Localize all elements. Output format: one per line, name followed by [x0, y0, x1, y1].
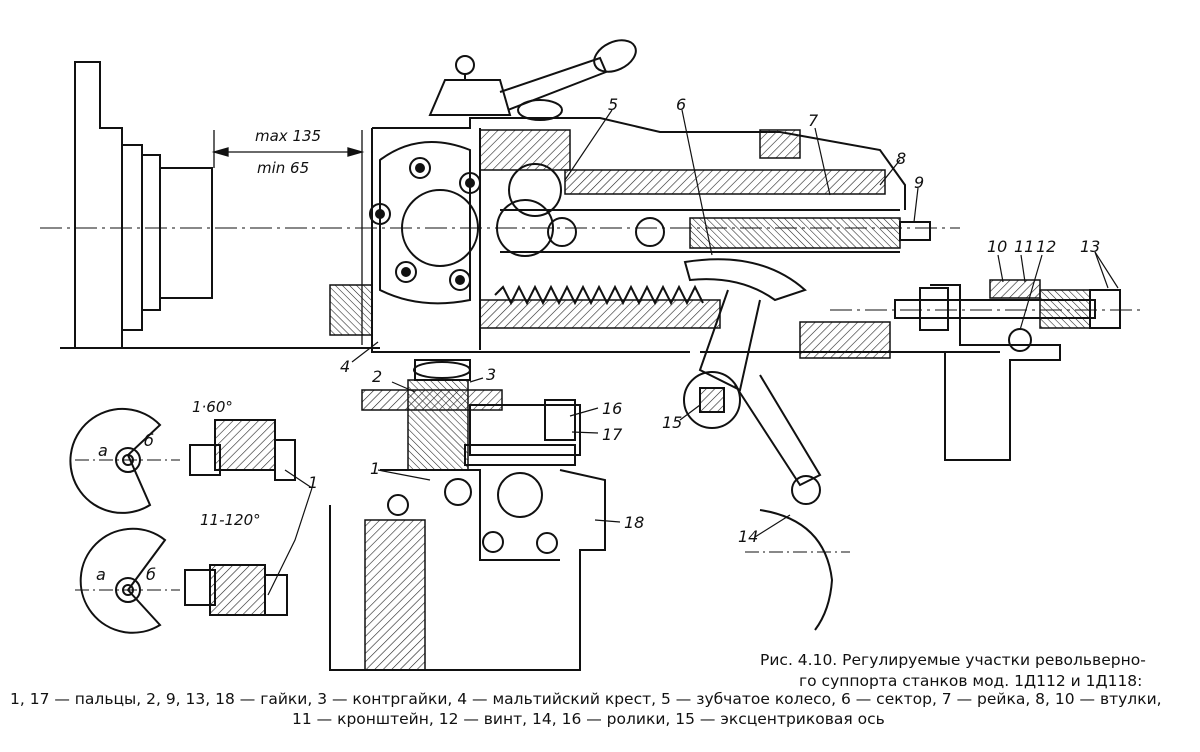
dimension-min: min 65	[257, 159, 309, 177]
label-5: 5	[608, 95, 618, 114]
caption-title-line2: го суппорта станков мод. 1Д112 и 1Д118:	[799, 672, 1143, 690]
sector-letter-a2: a	[96, 565, 106, 584]
lower-section	[329, 359, 606, 671]
label-14: 14	[738, 527, 758, 546]
label-10: 10	[987, 237, 1007, 256]
angle-label-2: 11-120°	[200, 511, 261, 529]
lever-handle	[428, 39, 637, 121]
label-17: 17	[602, 425, 623, 444]
caption-legend-line2: 11 — кронштейн, 12 — винт, 14, 16 — роли…	[292, 710, 885, 728]
dimension-max: max 135	[255, 127, 321, 145]
label-16: 16	[602, 399, 622, 418]
label-18: 18	[624, 513, 644, 532]
label-1b: 1	[370, 459, 380, 478]
label-2: 2	[372, 367, 382, 386]
part-labels: 1 1 2 3 4 5 6 7 8 9 10 11 12 13 14 15 16…	[96, 95, 1100, 584]
label-13: 13	[1080, 237, 1100, 256]
spring	[494, 284, 704, 306]
leader-lines	[267, 109, 1119, 596]
label-8: 8	[896, 149, 906, 168]
cam-detail-1	[69, 407, 296, 514]
label-11: 11	[1014, 237, 1034, 256]
sector-arm	[683, 258, 822, 505]
label-9: 9	[914, 173, 924, 192]
caption-legend-line1: 1, 17 — пальцы, 2, 9, 13, 18 — гайки, 3 …	[10, 690, 1162, 708]
label-12: 12	[1036, 237, 1056, 256]
sector-letter-a1: a	[98, 441, 108, 460]
sector-letter-b1: б	[144, 431, 154, 450]
sector-letter-b2: б	[146, 565, 156, 584]
hatched-sections	[329, 129, 1091, 671]
adjusting-screw	[894, 221, 1121, 352]
angle-label-1: 1·60°	[192, 398, 233, 416]
gear-wheel	[496, 163, 900, 257]
label-4: 4	[340, 357, 350, 376]
label-1: 1	[308, 473, 318, 492]
label-6: 6	[676, 95, 686, 114]
label-7: 7	[808, 111, 819, 130]
caption-title: Рис. 4.10. Регулируемые участки револьве…	[760, 651, 1146, 669]
roller-14	[759, 509, 834, 631]
spindle-housing	[60, 61, 380, 349]
cam-detail-2	[75, 527, 288, 634]
label-3: 3	[486, 365, 496, 384]
maltese-cross	[369, 141, 481, 305]
label-15: 15	[662, 413, 682, 432]
